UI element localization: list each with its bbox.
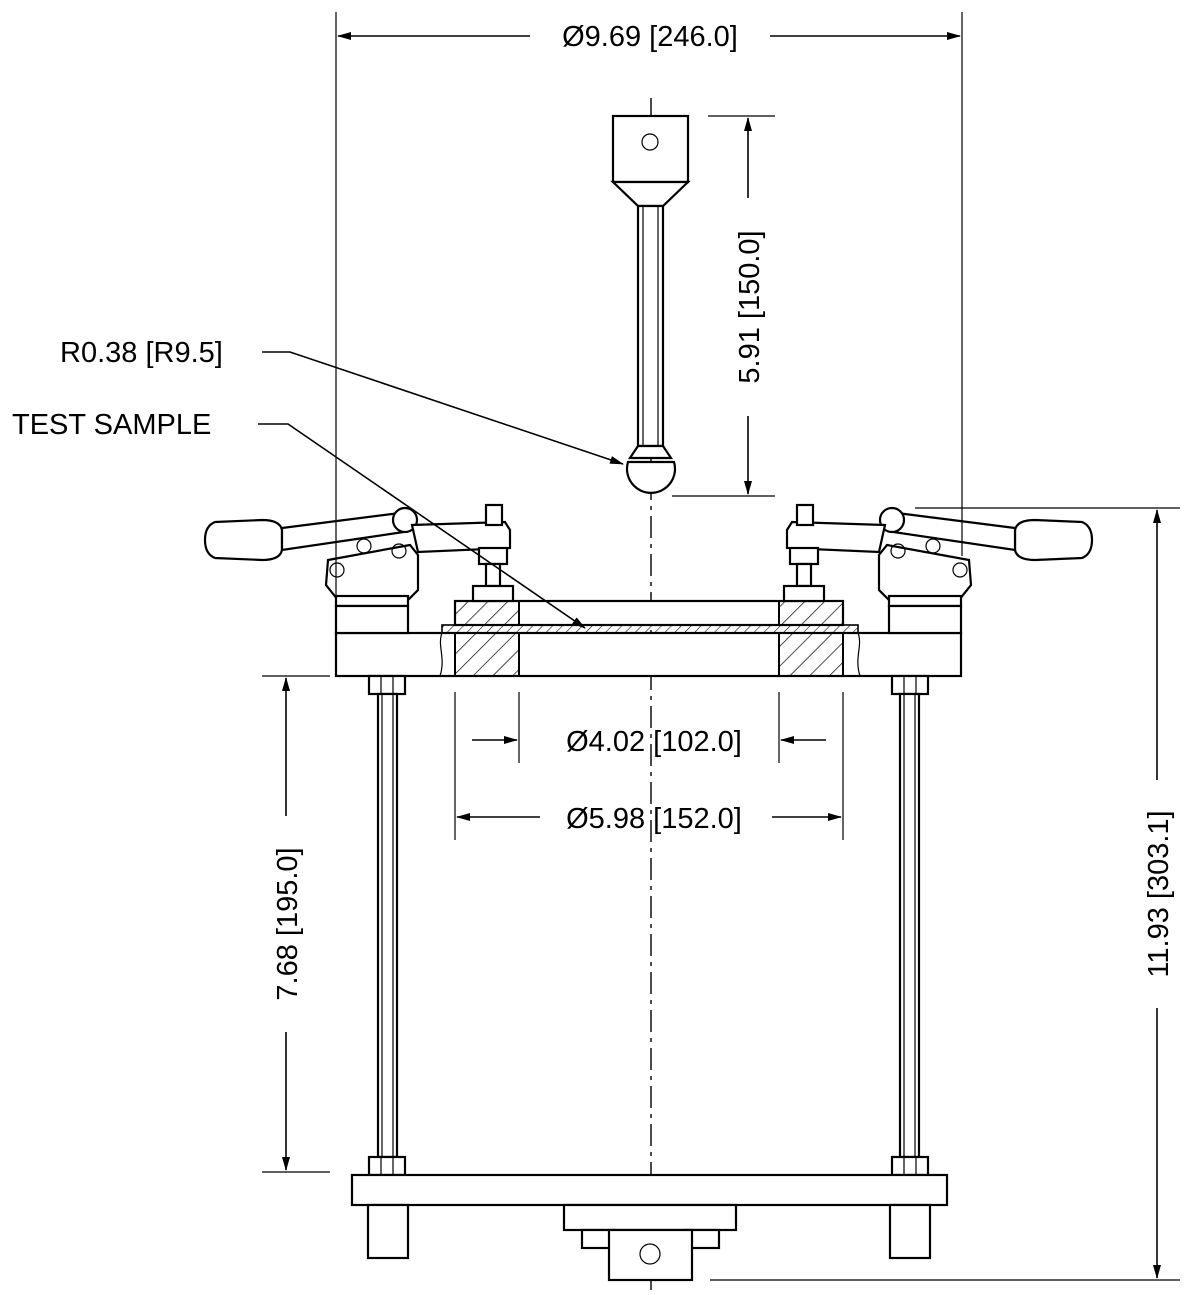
test-sample-plate bbox=[441, 624, 859, 634]
dim-striker-length-label: 5.91 [150.0] bbox=[734, 230, 766, 383]
clamp-ring bbox=[453, 599, 845, 677]
dim-overall-diameter-label: Ø9.69 [246.0] bbox=[562, 21, 738, 53]
extension-lines bbox=[262, 12, 1180, 1281]
dim-rod-height-label: 7.68 [195.0] bbox=[272, 847, 304, 1000]
dim-outer-diameter: Ø5.98 [152.0] bbox=[456, 803, 842, 835]
toggle-clamp-left bbox=[203, 503, 515, 635]
support-rod-right bbox=[890, 674, 930, 1177]
leader-striker-radius: R0.38 [R9.5] bbox=[60, 337, 624, 465]
base-plate bbox=[350, 1173, 949, 1282]
dim-striker-length: 5.91 [150.0] bbox=[734, 117, 766, 495]
toggle-clamp-right bbox=[782, 503, 1094, 635]
striker-radius-label: R0.38 [R9.5] bbox=[60, 337, 223, 369]
dim-overall-diameter: Ø9.69 [246.0] bbox=[337, 21, 961, 53]
test-sample-label: TEST SAMPLE bbox=[12, 409, 211, 441]
striker bbox=[610, 114, 691, 494]
top-plate bbox=[334, 631, 963, 678]
dim-overall-height-label: 11.93 [303.1] bbox=[1143, 810, 1175, 977]
dim-rod-height: 7.68 [195.0] bbox=[272, 677, 304, 1171]
dim-inner-diameter-label: Ø4.02 [102.0] bbox=[566, 726, 742, 758]
leader-test-sample: TEST SAMPLE bbox=[12, 409, 586, 629]
dim-overall-height: 11.93 [303.1] bbox=[1143, 509, 1175, 1279]
dim-outer-diameter-label: Ø5.98 [152.0] bbox=[566, 803, 742, 835]
support-rod-left bbox=[367, 674, 407, 1177]
dim-inner-diameter: Ø4.02 [102.0] bbox=[472, 726, 826, 758]
